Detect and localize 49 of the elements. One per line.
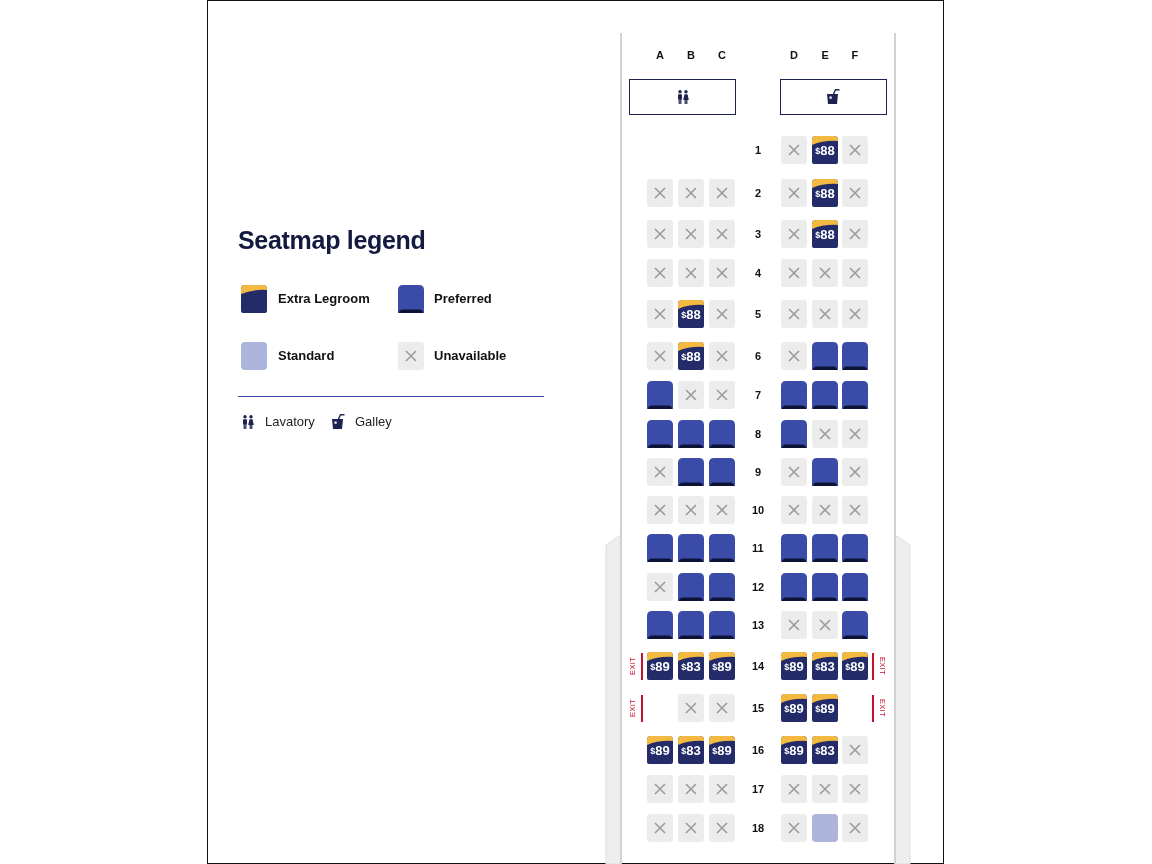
column-letter: D (790, 48, 798, 62)
priced-seat: $89 (709, 652, 735, 680)
priced-seat: $88 (678, 342, 704, 370)
column-letter: C (718, 48, 726, 62)
row-number: 8 (755, 427, 762, 441)
column-letter: E (821, 48, 829, 62)
row-number: 18 (752, 821, 765, 835)
row-number: 2 (755, 186, 762, 200)
row-number: 12 (752, 580, 765, 594)
priced-seat: $88 (812, 220, 838, 248)
legend-label: Standard (278, 348, 335, 364)
row-number: 9 (755, 465, 762, 479)
priced-seat: $89 (781, 652, 807, 680)
priced-seat: $89 (647, 736, 673, 764)
row-number: 11 (752, 541, 764, 555)
priced-seat: $89 (647, 652, 673, 680)
legend-title: Seatmap legend (238, 225, 426, 256)
priced-seat: $89 (812, 694, 838, 722)
column-letter: B (687, 48, 695, 62)
row-number: 17 (752, 782, 765, 796)
legend-label: Unavailable (434, 348, 507, 364)
row-number: 16 (752, 743, 765, 757)
column-letter: F (851, 48, 859, 62)
priced-seat: $89 (842, 652, 868, 680)
priced-seat: $83 (678, 652, 704, 680)
priced-seat: $88 (812, 179, 838, 207)
column-letter: A (656, 48, 664, 62)
priced-seat: $88 (678, 300, 704, 328)
row-number: 5 (755, 307, 762, 321)
row-number: 15 (752, 701, 765, 715)
priced-seat: $83 (812, 652, 838, 680)
priced-seat: $88 (812, 136, 838, 164)
legend-label: Lavatory (265, 414, 315, 430)
legend-label: Preferred (434, 291, 492, 307)
row-number: 6 (755, 349, 762, 363)
row-number: 3 (755, 227, 762, 241)
legend-label: Galley (355, 414, 392, 430)
priced-seat: $89 (781, 694, 807, 722)
row-number: 14 (752, 659, 765, 673)
priced-seat: $89 (781, 736, 807, 764)
row-number: 4 (755, 266, 762, 280)
row-number: 1 (755, 143, 762, 157)
priced-seat: $83 (812, 736, 838, 764)
priced-seat: $89 (709, 736, 735, 764)
legend-label: Extra Legroom (278, 291, 370, 307)
row-number: 13 (752, 618, 765, 632)
row-number: 7 (755, 388, 762, 402)
priced-seat: $83 (678, 736, 704, 764)
row-number: 10 (752, 503, 765, 517)
